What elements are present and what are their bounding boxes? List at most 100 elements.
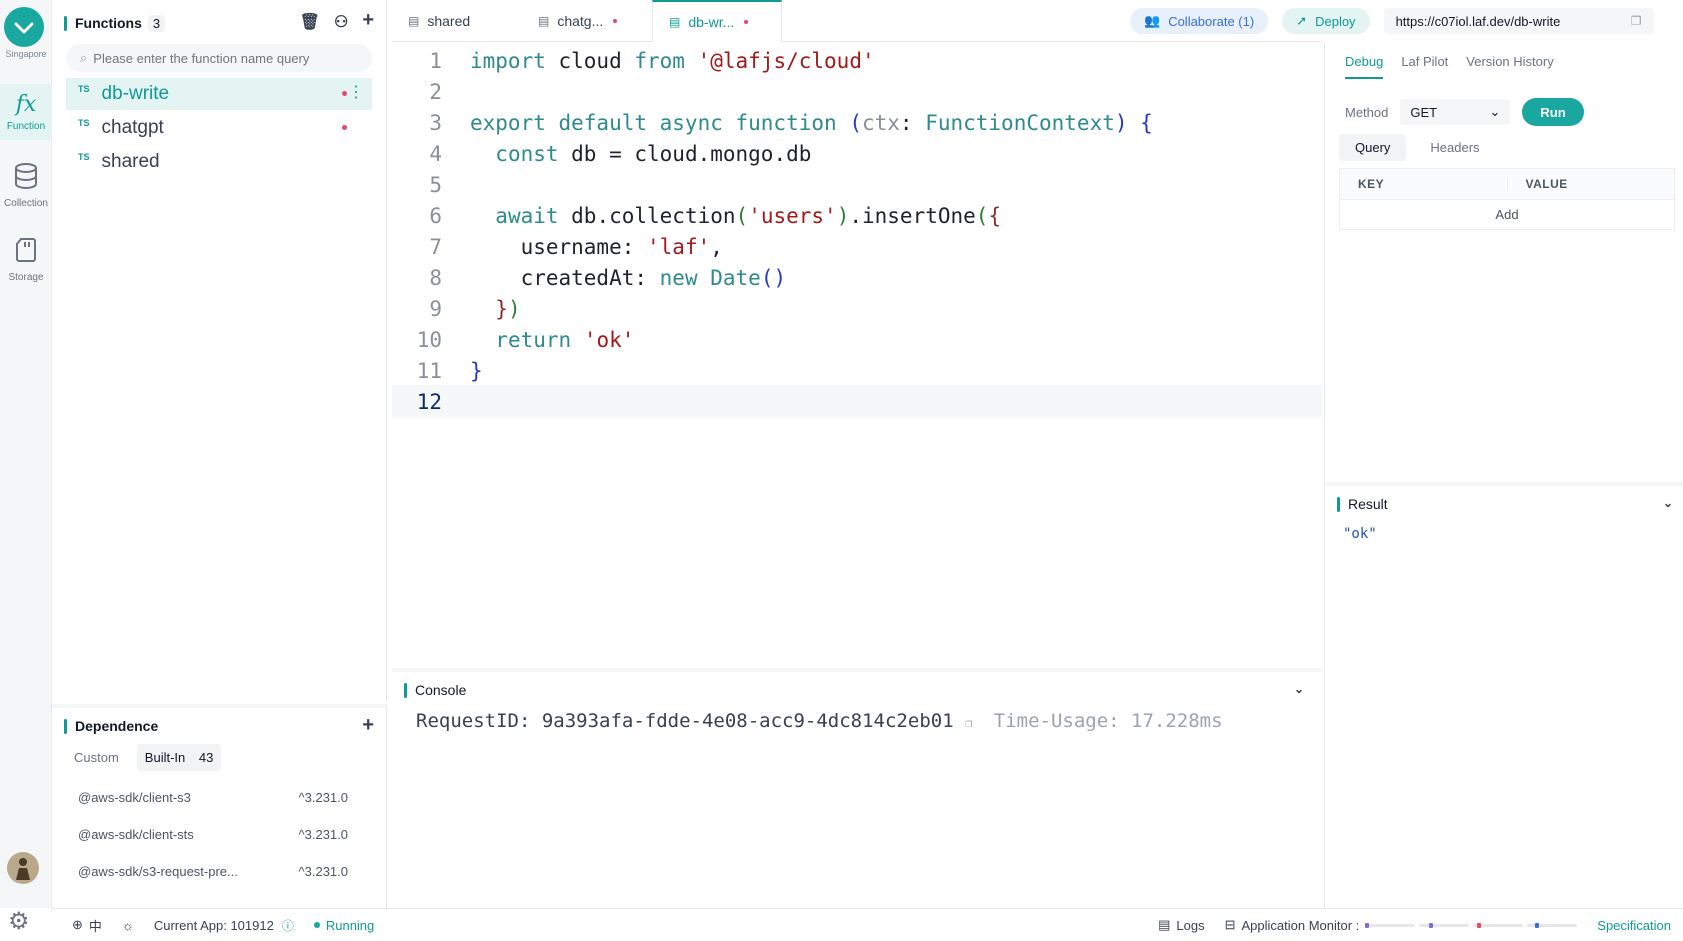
- add-dependence-icon[interactable]: +: [362, 714, 374, 736]
- top-bar: 👥 Collaborate (1) ➚ Deploy https://c07io…: [1130, 8, 1654, 34]
- result-header: Result ⌄: [1337, 496, 1673, 512]
- tab-laf-pilot[interactable]: Laf Pilot: [1401, 54, 1449, 69]
- cpu-bar: [1365, 922, 1416, 928]
- package-version: ^3.231.0: [298, 864, 348, 879]
- rail-item-function[interactable]: fx Function: [0, 84, 52, 140]
- function-name: shared: [101, 151, 160, 172]
- function-search-input[interactable]: [93, 50, 354, 66]
- chevron-down-icon[interactable]: ⌄: [1293, 682, 1304, 696]
- result-panel: Result ⌄ "ok": [1325, 482, 1683, 908]
- laf-logo-icon[interactable]: [4, 7, 44, 47]
- request-tabs: Query Headers: [1339, 134, 1496, 161]
- result-title: Result: [1348, 496, 1388, 512]
- rail-item-storage[interactable]: Storage: [0, 232, 52, 288]
- code-line-current: 12: [392, 385, 1322, 418]
- debug-panel: Debug Laf Pilot Version History Method G…: [1324, 42, 1683, 908]
- settings-gear-icon[interactable]: ⚙: [8, 908, 30, 935]
- console-title: Console: [415, 682, 467, 698]
- collaborate-label: Collaborate (1): [1168, 13, 1255, 29]
- function-icon: fx: [15, 91, 37, 117]
- recycle-bin-icon[interactable]: 🗑: [299, 14, 320, 31]
- tab-version-history[interactable]: Version History: [1466, 54, 1554, 69]
- info-icon[interactable]: ⓘ: [281, 918, 294, 933]
- add-param-button[interactable]: Add: [1340, 199, 1674, 229]
- code-line: 7 username: 'laf',: [429, 234, 723, 259]
- tab-custom[interactable]: Custom: [74, 750, 119, 765]
- method-select[interactable]: GET ⌄: [1400, 99, 1511, 125]
- tab-label: chatg...: [557, 13, 604, 29]
- avatar[interactable]: [7, 852, 39, 884]
- package-version: ^3.231.0: [298, 790, 348, 805]
- function-url[interactable]: https://c07iol.laf.dev/db-write ❐: [1383, 8, 1654, 34]
- section-bar: [64, 15, 67, 31]
- function-item-chatgpt[interactable]: TS chatgpt: [66, 112, 372, 144]
- tab-chatgpt[interactable]: ▤ chatg...: [522, 0, 652, 42]
- status-badge: Running: [313, 917, 375, 933]
- chevron-down-icon: ⌄: [1489, 104, 1501, 119]
- method-value: GET: [1410, 104, 1438, 120]
- rail-item-label: Collection: [4, 198, 48, 209]
- storage-bar: [1527, 922, 1578, 928]
- share-icon[interactable]: ⚇: [333, 14, 349, 31]
- functions-actions: 🗑 ⚇ +: [299, 9, 374, 32]
- run-button[interactable]: Run: [1522, 98, 1584, 126]
- monitor-bars: [1365, 922, 1578, 928]
- theme-toggle[interactable]: ☼: [122, 918, 134, 933]
- dependence-row[interactable]: @aws-sdk/client-s3 ^3.231.0: [78, 790, 348, 805]
- file-icon: ▤: [408, 14, 420, 28]
- code-line: 5: [429, 172, 442, 197]
- rail-item-label: Storage: [8, 272, 44, 283]
- function-name: chatgpt: [101, 117, 164, 138]
- section-bar: [1337, 496, 1340, 512]
- dependence-header: Dependence +: [64, 714, 374, 736]
- language-label: 中: [88, 918, 102, 934]
- tab-label: Built-In: [144, 750, 186, 765]
- code-line: 8 createdAt: new Date(): [429, 265, 787, 290]
- collaborate-button[interactable]: 👥 Collaborate (1): [1130, 8, 1269, 34]
- package-name: @aws-sdk/client-sts: [78, 827, 194, 842]
- function-name: db-write: [101, 83, 170, 104]
- rail-item-collection[interactable]: Collection: [0, 158, 52, 214]
- dependence-panel: Dependence + Custom Built-In 43 @aws-sdk…: [52, 704, 387, 908]
- code-line: 2: [429, 79, 442, 104]
- app-monitor[interactable]: ⊟ Application Monitor :: [1225, 917, 1578, 933]
- specification-link[interactable]: Specification: [1597, 917, 1671, 933]
- chevron-down-icon[interactable]: ⌄: [1662, 496, 1673, 510]
- copy-icon[interactable]: ❐: [965, 716, 973, 730]
- logs-label: Logs: [1176, 917, 1205, 933]
- package-name: @aws-sdk/client-s3: [78, 790, 191, 805]
- function-search[interactable]: ⌕: [66, 44, 372, 72]
- section-bar: [64, 718, 67, 734]
- tab-built-in[interactable]: Built-In 43: [136, 744, 222, 771]
- dependence-row[interactable]: @aws-sdk/client-sts ^3.231.0: [78, 827, 348, 842]
- console-header: Console ⌄: [404, 682, 1304, 698]
- table-header: KEY VALUE: [1340, 169, 1674, 199]
- method-row: Method GET ⌄ Run: [1345, 98, 1584, 126]
- deploy-button[interactable]: ➚ Deploy: [1282, 8, 1370, 34]
- code-line: 11}: [416, 358, 483, 383]
- function-item-shared[interactable]: TS shared: [66, 146, 372, 178]
- function-item-db-write[interactable]: TS db-write ⋮: [66, 78, 372, 110]
- tab-query[interactable]: Query: [1339, 134, 1407, 161]
- tab-headers[interactable]: Headers: [1430, 140, 1480, 155]
- language-switch[interactable]: ⊕ 中: [72, 916, 102, 935]
- tab-shared[interactable]: ▤ shared: [392, 0, 522, 42]
- rocket-icon: ➚: [1296, 13, 1308, 28]
- code-line: 10 return 'ok': [416, 327, 635, 352]
- more-options-icon[interactable]: ⋮: [348, 84, 364, 101]
- dependence-row[interactable]: @aws-sdk/s3-request-pre... ^3.231.0: [78, 864, 348, 879]
- status-bar: ⊕ 中 ☼ Current App: 101912 ⓘ Running ▤ Lo…: [52, 908, 1683, 941]
- code-line: 6 await db.collection('users').insertOne…: [429, 203, 1002, 228]
- tab-debug[interactable]: Debug: [1345, 54, 1384, 79]
- logs-button[interactable]: ▤ Logs: [1158, 917, 1205, 933]
- add-function-icon[interactable]: +: [362, 9, 374, 31]
- memory-bar: [1419, 922, 1470, 928]
- copy-icon[interactable]: ❐: [1630, 14, 1642, 28]
- package-name: @aws-sdk/s3-request-pre...: [78, 864, 238, 879]
- status-text: Running: [325, 917, 375, 933]
- tab-db-write[interactable]: ▤ db-wr...: [652, 0, 782, 42]
- console-output: RequestID: 9a393afa-fdde-4e08-acc9-4dc81…: [416, 710, 1223, 732]
- value-header: VALUE: [1525, 177, 1568, 191]
